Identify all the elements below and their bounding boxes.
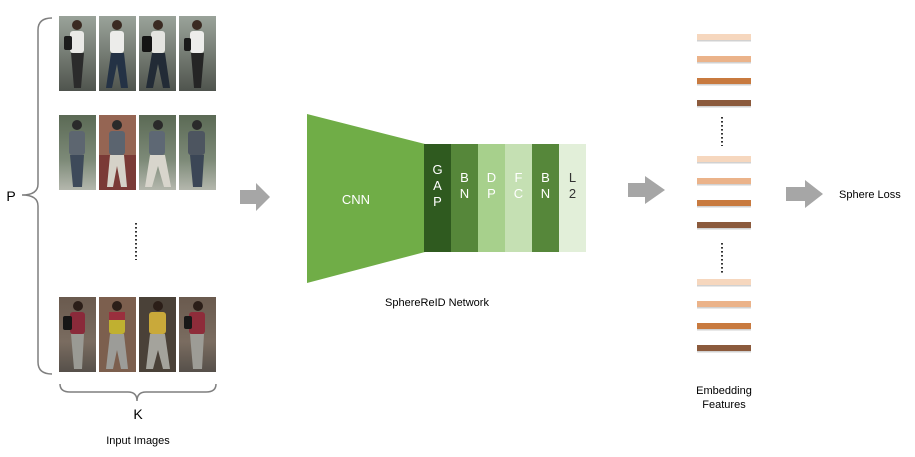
person-image — [179, 115, 216, 190]
layer-bn1-label: B — [460, 170, 469, 185]
layer-l2 — [559, 144, 586, 252]
layer-l2-label: 2 — [569, 186, 576, 201]
k-bracket — [59, 383, 217, 402]
feature-bar-shadow — [697, 106, 751, 108]
person-image — [139, 16, 176, 91]
feature-bar — [697, 100, 751, 106]
embedding-bars — [697, 34, 751, 353]
layer-bn1 — [451, 144, 478, 252]
layer-dp-label: D — [487, 170, 496, 185]
feature-bar-shadow — [697, 40, 751, 42]
layer-fc-label: C — [514, 186, 523, 201]
k-label: K — [133, 406, 143, 422]
cnn-label: CNN — [342, 192, 370, 207]
feature-bar — [697, 301, 751, 307]
person-image — [99, 115, 136, 190]
arrow-icon — [786, 180, 823, 208]
layer-gap — [424, 144, 451, 252]
layer-gap-label: A — [433, 178, 442, 193]
feature-bar — [697, 34, 751, 40]
feature-bar — [697, 156, 751, 162]
p-label: P — [6, 188, 15, 204]
arrow-icon — [240, 183, 270, 211]
person-image — [139, 115, 176, 190]
feature-bar-shadow — [697, 351, 751, 353]
layer-fc-label: F — [515, 170, 523, 185]
person-image — [99, 16, 136, 91]
layer-l2-label: L — [569, 170, 576, 185]
cnn-block — [307, 114, 425, 283]
sphere-loss-label: Sphere Loss — [839, 189, 901, 201]
feature-bar-shadow — [697, 84, 751, 86]
image-row-2 — [59, 115, 216, 190]
feature-bar — [697, 200, 751, 206]
person-image — [139, 297, 176, 372]
feature-bar — [697, 279, 751, 285]
layer-bn2 — [532, 144, 559, 252]
feature-bar — [697, 345, 751, 351]
person-image — [179, 297, 216, 372]
feature-bar-shadow — [697, 162, 751, 164]
person-image — [59, 115, 96, 190]
feature-bar — [697, 222, 751, 228]
feature-bar-shadow — [697, 285, 751, 287]
feature-bar — [697, 178, 751, 184]
layer-bn2-label: B — [541, 170, 550, 185]
layer-bn2-label: N — [541, 186, 550, 201]
layer-fc — [505, 144, 532, 252]
image-row-3 — [59, 297, 216, 372]
feature-bar-shadow — [697, 62, 751, 64]
p-bracket — [21, 17, 53, 375]
image-row-1 — [59, 16, 216, 91]
input-images-label: Input Images — [106, 435, 170, 447]
feature-bar — [697, 56, 751, 62]
layer-gap-label: P — [433, 194, 442, 209]
layer-dp-label: P — [487, 186, 496, 201]
person-image — [99, 297, 136, 372]
feature-bar-shadow — [697, 329, 751, 331]
layer-bn1-label: N — [460, 186, 469, 201]
person-image — [59, 16, 96, 91]
feature-bar-shadow — [697, 206, 751, 208]
feature-bar — [697, 323, 751, 329]
feature-bar-shadow — [697, 307, 751, 309]
feature-bar-shadow — [697, 184, 751, 186]
feature-bar — [697, 78, 751, 84]
layer-dp — [478, 144, 505, 252]
network-label: SphereReID Network — [385, 297, 489, 309]
person-image — [179, 16, 216, 91]
arrow-icon — [628, 176, 665, 204]
person-image — [59, 297, 96, 372]
feature-bar-shadow — [697, 228, 751, 230]
embedding-label-line2: Features — [702, 399, 746, 411]
embedding-label-line1: Embedding — [696, 385, 752, 397]
layer-gap-label: G — [432, 162, 442, 177]
